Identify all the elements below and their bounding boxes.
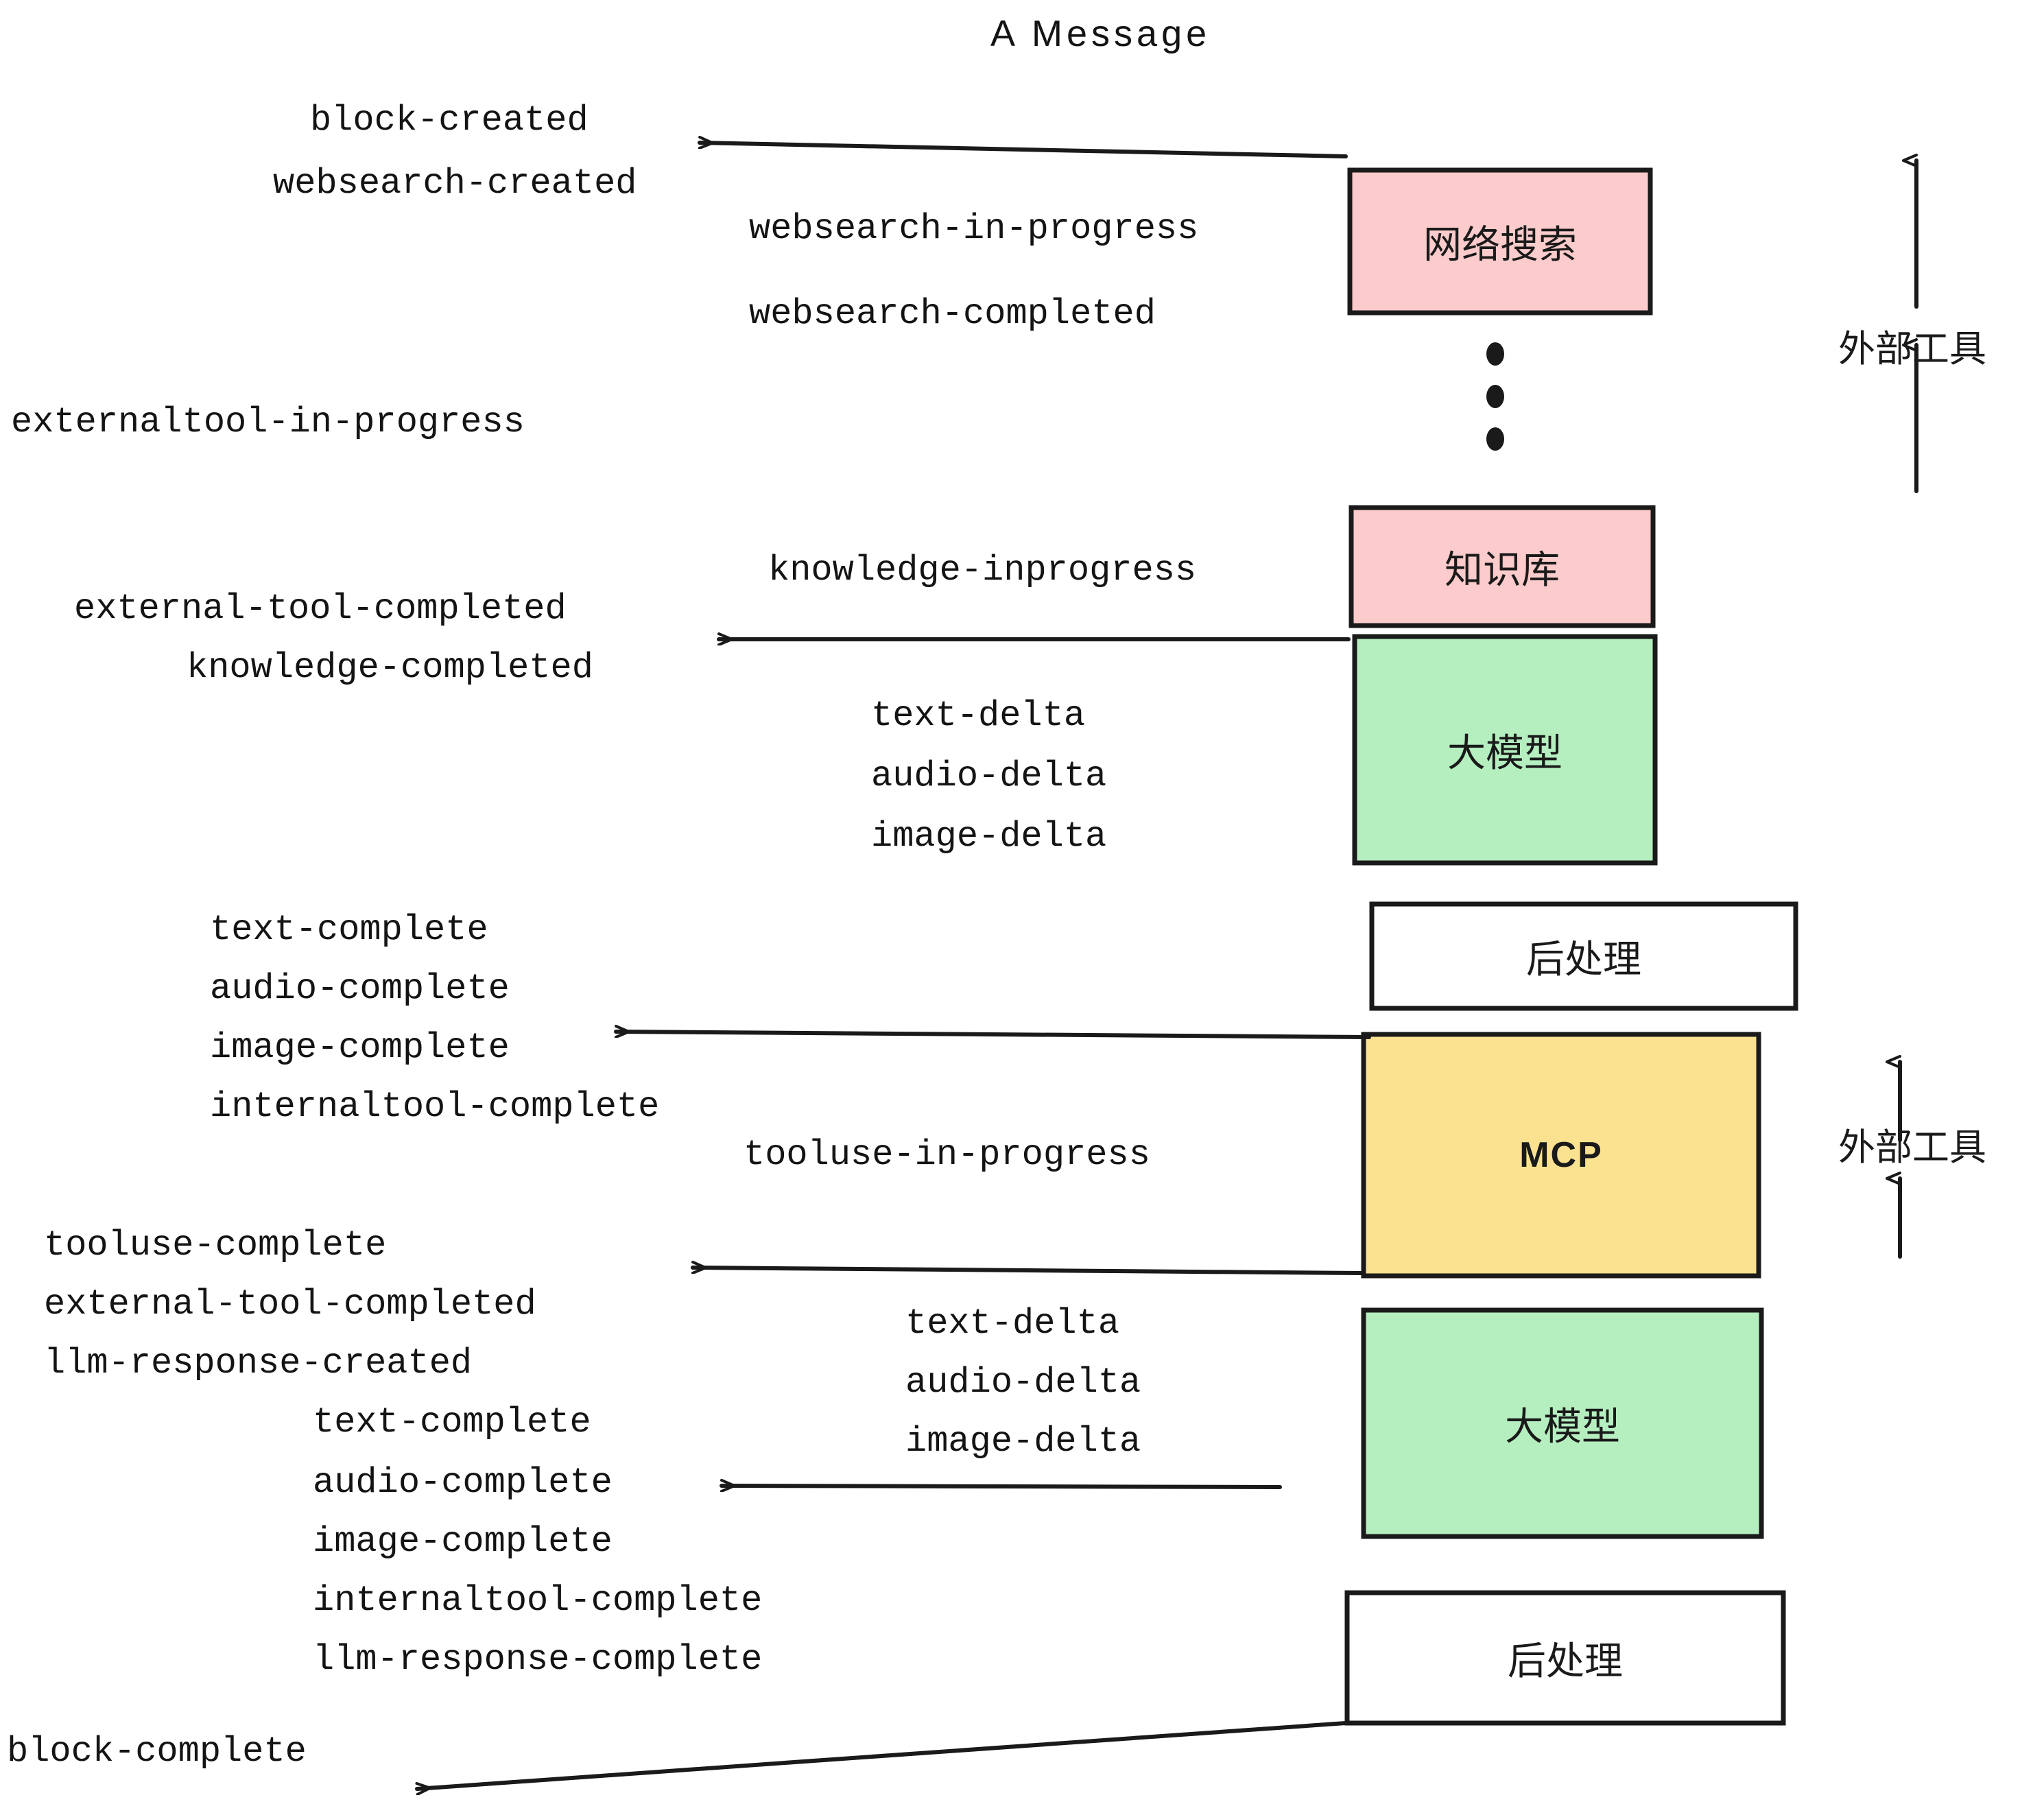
ellipsis-dot-3 bbox=[1486, 427, 1504, 451]
node-box-knowledge[interactable] bbox=[1348, 505, 1656, 628]
side-annotation-external-tools-top: 外部工具 bbox=[1838, 327, 1986, 370]
event-label-block-complete: block-complete bbox=[7, 1731, 307, 1772]
event-label-text-complete-2: text-complete bbox=[313, 1402, 591, 1443]
arrows-layer bbox=[415, 143, 1918, 1789]
event-label-knowledge-inprogress: knowledge-inprogress bbox=[768, 550, 1197, 591]
event-label-internaltool-complete-2: internaltool-complete bbox=[313, 1580, 763, 1621]
arrow-tooluse-complete bbox=[691, 1268, 1363, 1275]
boxes-layer bbox=[1344, 167, 1798, 1726]
event-label-websearch-in-progress: websearch-in-progress bbox=[749, 209, 1199, 249]
event-label-text-delta-2: text-delta bbox=[905, 1303, 1120, 1344]
event-label-text-complete-1: text-complete bbox=[210, 910, 488, 950]
node-box-postprocess-2[interactable] bbox=[1344, 1590, 1786, 1726]
event-label-text-delta-1: text-delta bbox=[871, 696, 1086, 736]
event-label-externaltool-in-progress: externaltool-in-progress bbox=[11, 402, 525, 442]
event-label-websearch-completed: websearch-completed bbox=[749, 294, 1156, 334]
node-box-websearch[interactable] bbox=[1347, 167, 1653, 316]
side-annotation-external-tools-bottom: 外部工具 bbox=[1838, 1126, 1986, 1169]
event-label-image-delta-2: image-delta bbox=[905, 1421, 1141, 1462]
event-label-internaltool-complete-1: internaltool-complete bbox=[210, 1087, 660, 1127]
node-box-llm-1[interactable] bbox=[1352, 634, 1658, 866]
node-box-mcp[interactable] bbox=[1361, 1032, 1761, 1279]
event-label-audio-complete-2: audio-complete bbox=[313, 1462, 613, 1503]
ellipsis-dot-1 bbox=[1486, 342, 1504, 366]
event-label-audio-delta-1: audio-delta bbox=[871, 756, 1107, 796]
ellipsis-dots bbox=[1486, 342, 1504, 451]
arrow-block-complete bbox=[415, 1721, 1348, 1789]
node-box-postprocess-1[interactable] bbox=[1369, 901, 1798, 1011]
arrow-audio-complete bbox=[720, 1486, 1282, 1487]
event-label-llm-response-created: llm-response-created bbox=[44, 1343, 473, 1384]
event-label-image-complete-2: image-complete bbox=[313, 1521, 613, 1562]
event-label-image-delta-1: image-delta bbox=[871, 816, 1107, 857]
event-label-llm-response-complete: llm-response-complete bbox=[313, 1639, 763, 1680]
event-label-block-created: block-created bbox=[310, 100, 589, 141]
event-label-image-complete-1: image-complete bbox=[210, 1028, 510, 1068]
ellipsis-dot-2 bbox=[1486, 385, 1504, 408]
page-title: A Message bbox=[990, 13, 1211, 54]
event-label-knowledge-completed: knowledge-completed bbox=[187, 648, 593, 688]
event-label-tooluse-complete: tooluse-complete bbox=[44, 1225, 387, 1266]
event-label-audio-complete-1: audio-complete bbox=[210, 969, 510, 1009]
event-label-external-tool-completed-1: external-tool-completed bbox=[74, 589, 567, 629]
arrow-image-complete bbox=[614, 1032, 1371, 1039]
node-box-llm-2[interactable] bbox=[1361, 1307, 1764, 1539]
event-label-websearch-created: websearch-created bbox=[273, 163, 637, 204]
event-label-external-tool-completed-2: external-tool-completed bbox=[44, 1284, 536, 1325]
event-label-audio-delta-2: audio-delta bbox=[905, 1362, 1141, 1403]
arrow-block-created bbox=[698, 143, 1348, 158]
event-label-tooluse-in-progress: tooluse-in-progress bbox=[744, 1135, 1150, 1175]
